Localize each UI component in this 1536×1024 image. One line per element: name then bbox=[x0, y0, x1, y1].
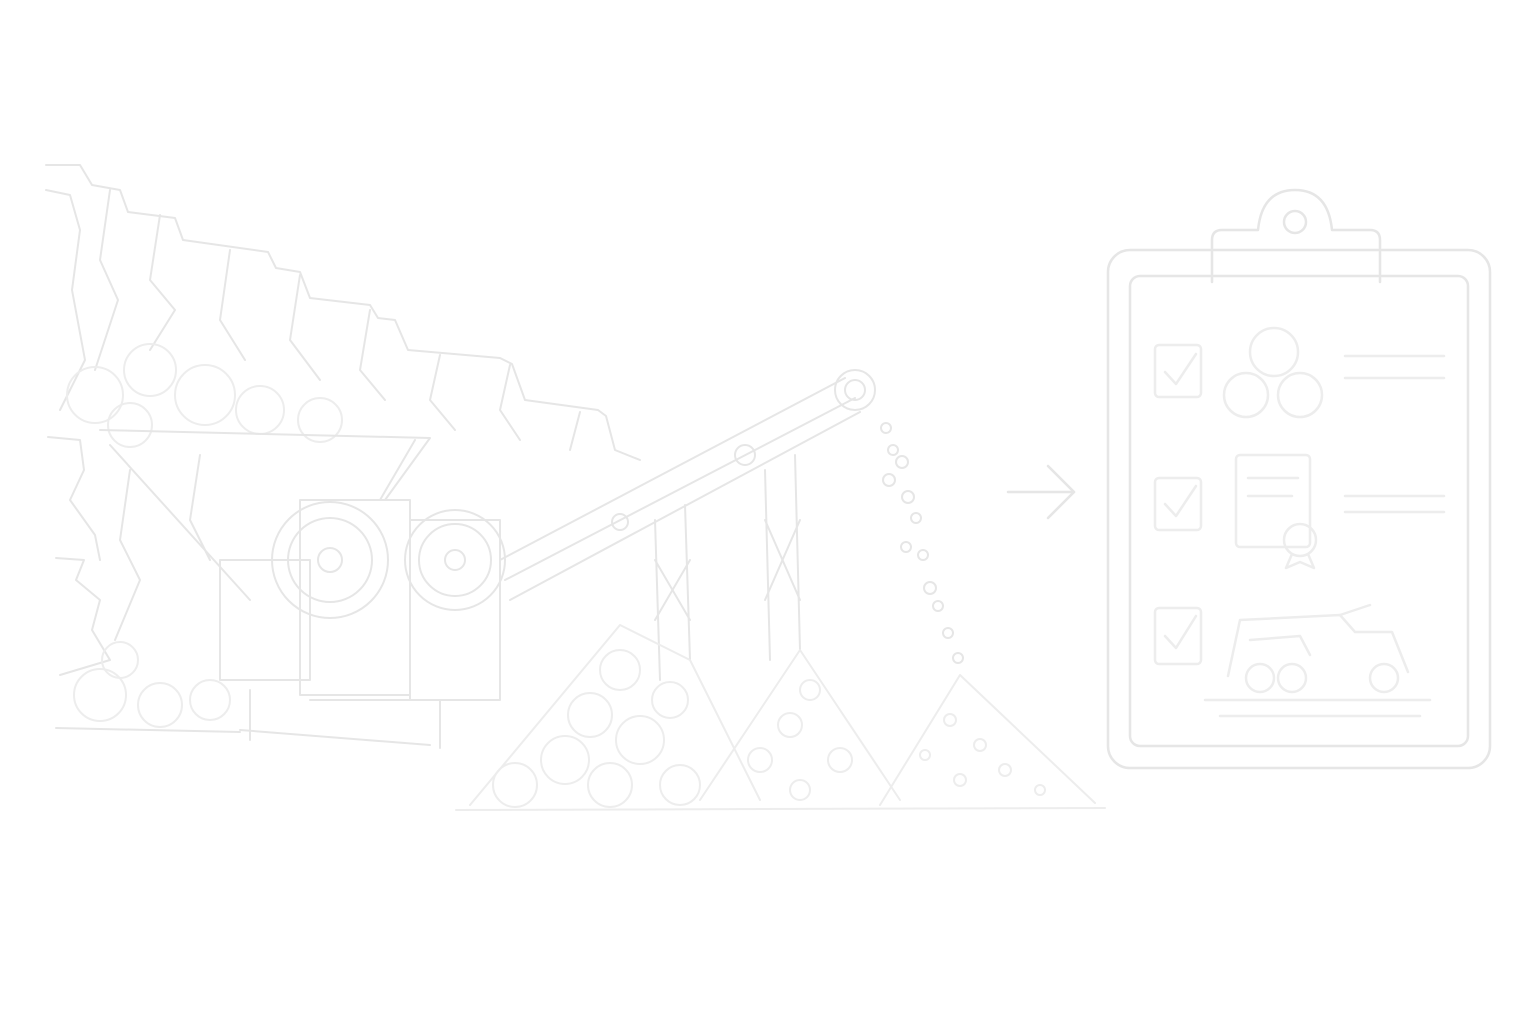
certificate-icon bbox=[1234, 453, 1318, 570]
quarry-cliff-icon bbox=[45, 164, 641, 733]
jaw-crusher-icon bbox=[99, 429, 506, 749]
arrow-right-icon bbox=[1006, 464, 1076, 520]
checkbox-checked-icon bbox=[1153, 343, 1203, 399]
checklist-item-2 bbox=[1153, 453, 1446, 570]
truck-icon bbox=[1203, 603, 1432, 718]
checkbox-checked-icon bbox=[1153, 476, 1203, 532]
checklist-item-3 bbox=[1153, 603, 1432, 718]
conveyor-belt-icon bbox=[499, 369, 876, 681]
checklist-item-1 bbox=[1153, 326, 1446, 419]
checkbox-checked-icon bbox=[1153, 606, 1203, 666]
falling-gravel-icon bbox=[880, 422, 964, 664]
particle-cluster-icon bbox=[1222, 326, 1324, 419]
clipboard-checklist-icon bbox=[1106, 188, 1492, 770]
gravel-piles-icon bbox=[455, 624, 1106, 811]
